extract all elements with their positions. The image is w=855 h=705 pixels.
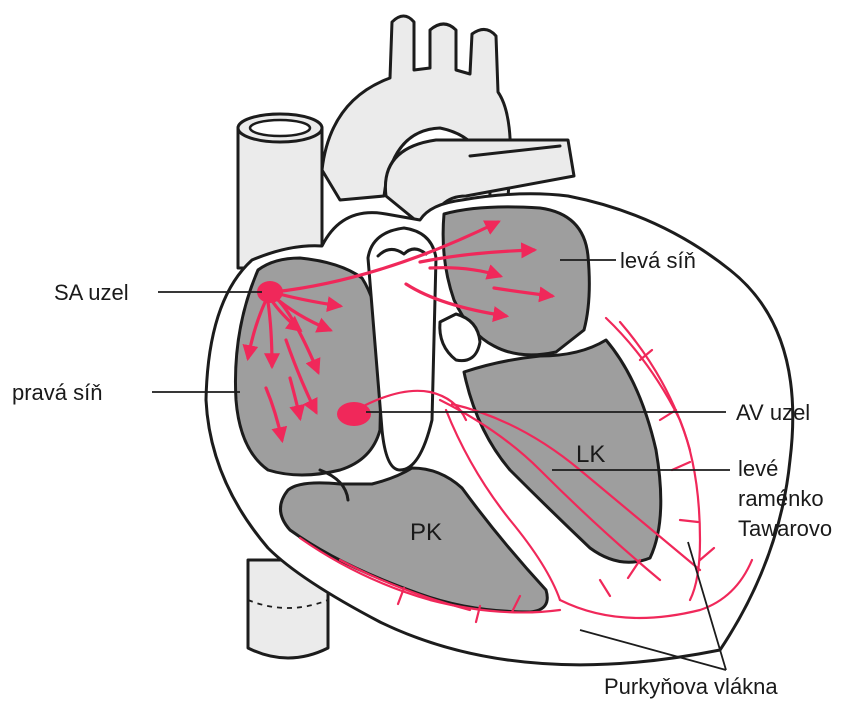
label-av-node: AV uzel bbox=[736, 400, 810, 425]
label-lk: LK bbox=[576, 441, 605, 468]
label-sa-node: SA uzel bbox=[54, 280, 129, 305]
label-left-bundle-2: raménko bbox=[738, 486, 824, 511]
label-right-atrium: pravá síň bbox=[12, 380, 103, 405]
label-left-bundle-3: Tawarovo bbox=[738, 516, 832, 541]
label-left-atrium: levá síň bbox=[620, 248, 696, 273]
label-left-bundle-1: levé bbox=[738, 456, 778, 481]
label-purkinje: Purkyňova vlákna bbox=[604, 674, 778, 699]
label-pk: PK bbox=[410, 519, 442, 546]
